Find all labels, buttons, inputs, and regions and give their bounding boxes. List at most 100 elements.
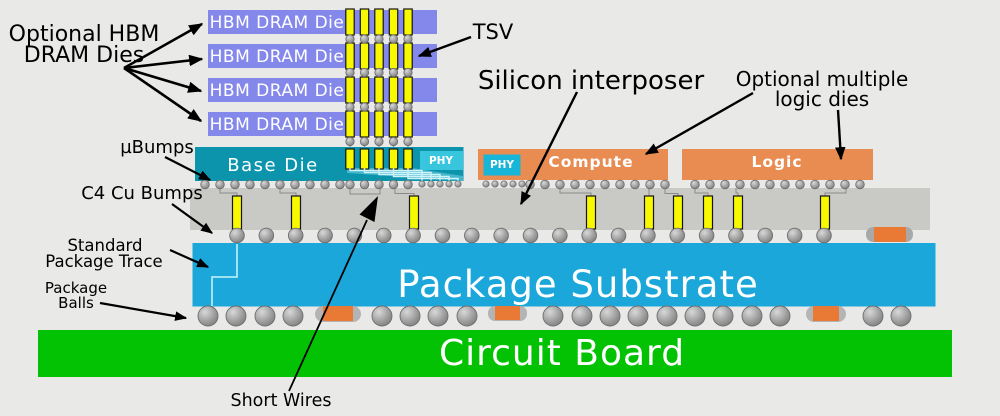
arrow-package-trace [169,248,210,269]
tsv-bar [345,76,355,104]
c4-bump [522,227,539,244]
package-ball [684,305,706,327]
short-wire [407,168,459,182]
die-gap-bump [345,34,355,44]
capacitor-body [323,306,353,321]
arrow-optional-logic-1 [644,91,754,156]
capacitor-top-right [866,227,913,242]
micro-bump [540,179,550,190]
micro-bump [615,179,625,190]
micro-bump [660,179,670,190]
tsv-bar [374,42,384,70]
micro-bump [230,179,240,190]
c4-bump [698,227,715,244]
package-substrate [192,243,936,307]
arrow-optional-logic-2 [835,109,846,161]
c4-bump [493,227,509,244]
arrow-hbm-die-2 [123,54,204,70]
package-ball [862,305,884,327]
capacitor-body [813,306,839,321]
micro-bump-fine [454,180,462,188]
interposer-wire [735,188,739,196]
circuit-board [38,330,952,377]
base-die-phy-box [420,151,463,170]
micro-bump-fine [491,180,499,188]
arrow-silicon-interposer [519,91,579,206]
micro-bump-fine [436,180,444,188]
micro-bump [260,179,270,190]
tsv-bar [359,110,370,138]
capacitor-body [874,227,906,242]
package-ball [456,305,478,327]
tsv-label: TSV [472,20,514,44]
ubumps-label: µBumps [120,137,194,158]
interposer-via [408,195,420,230]
tsv-bar-base-die [345,148,355,170]
hbm-die-4 [208,112,437,136]
short-wire-fan [349,168,459,182]
c4-bump [405,227,421,244]
micro-bump-fine [482,180,490,188]
hbm-die-1 [208,10,437,34]
short-wire [363,168,432,182]
die-gap-bump [345,102,355,112]
c4-bump [552,227,568,244]
base-die-label: Base Die [227,155,319,176]
tsv-bar [374,8,384,36]
package-ball [282,305,304,327]
die-gap-bump [345,67,355,78]
die-gap-bump [403,136,413,147]
interposer-via [231,195,243,230]
hbm-die-1-label: HBM DRAM Die [210,13,345,33]
tsv-bar-base-die [388,148,399,170]
board-label: Circuit Board [439,333,685,374]
interposer-wires [219,188,847,196]
tsv-bar-base-die [374,148,384,170]
package-ball [254,305,276,327]
package-ball [712,305,734,327]
tsv-bar [359,42,370,70]
annotation-arrows [99,22,846,392]
micro-bump [855,179,865,190]
interposer-via [732,195,744,230]
package-ball [225,305,247,327]
arrow-short-wires-line [288,219,368,392]
arrow-hbm-die-1 [123,22,204,70]
package-ball [399,305,421,327]
package-ball [371,305,393,327]
package-trace-line [211,244,238,306]
micro-bump [215,179,225,190]
micro-bump [645,179,655,190]
arrow-hbm-die-4 [123,66,203,123]
interposer-wire [394,188,415,196]
package-ball [197,305,219,327]
interposer-via [672,195,684,230]
micro-bump [345,179,355,190]
package-ball [627,305,649,327]
arrow-hbm-die-3 [123,66,203,93]
die-gap-bump [403,102,413,112]
micro-bump [275,179,285,190]
c4-bump [317,227,333,244]
micro-bump [585,179,595,190]
micro-bump [570,179,580,190]
micro-bump-row [200,179,865,190]
c4-bump [669,227,686,244]
c4-bump [229,227,245,244]
package-balls-label-line2: Balls [58,294,94,312]
hbm-die-4-label: HBM DRAM Die [210,115,345,135]
interposer-via [290,195,302,230]
tsv-bar [345,42,355,70]
tsv-bar [359,76,370,104]
arrow-short-wires-head [359,196,378,222]
capacitor-bottom-right [806,306,846,322]
micro-bump [795,179,805,190]
micro-bump [600,179,610,190]
micro-bump [630,179,640,190]
c4-bump-row [229,227,832,244]
package-ball [542,305,564,327]
micro-bump [555,179,565,190]
micro-bump [735,179,745,190]
package-ball [656,305,678,327]
